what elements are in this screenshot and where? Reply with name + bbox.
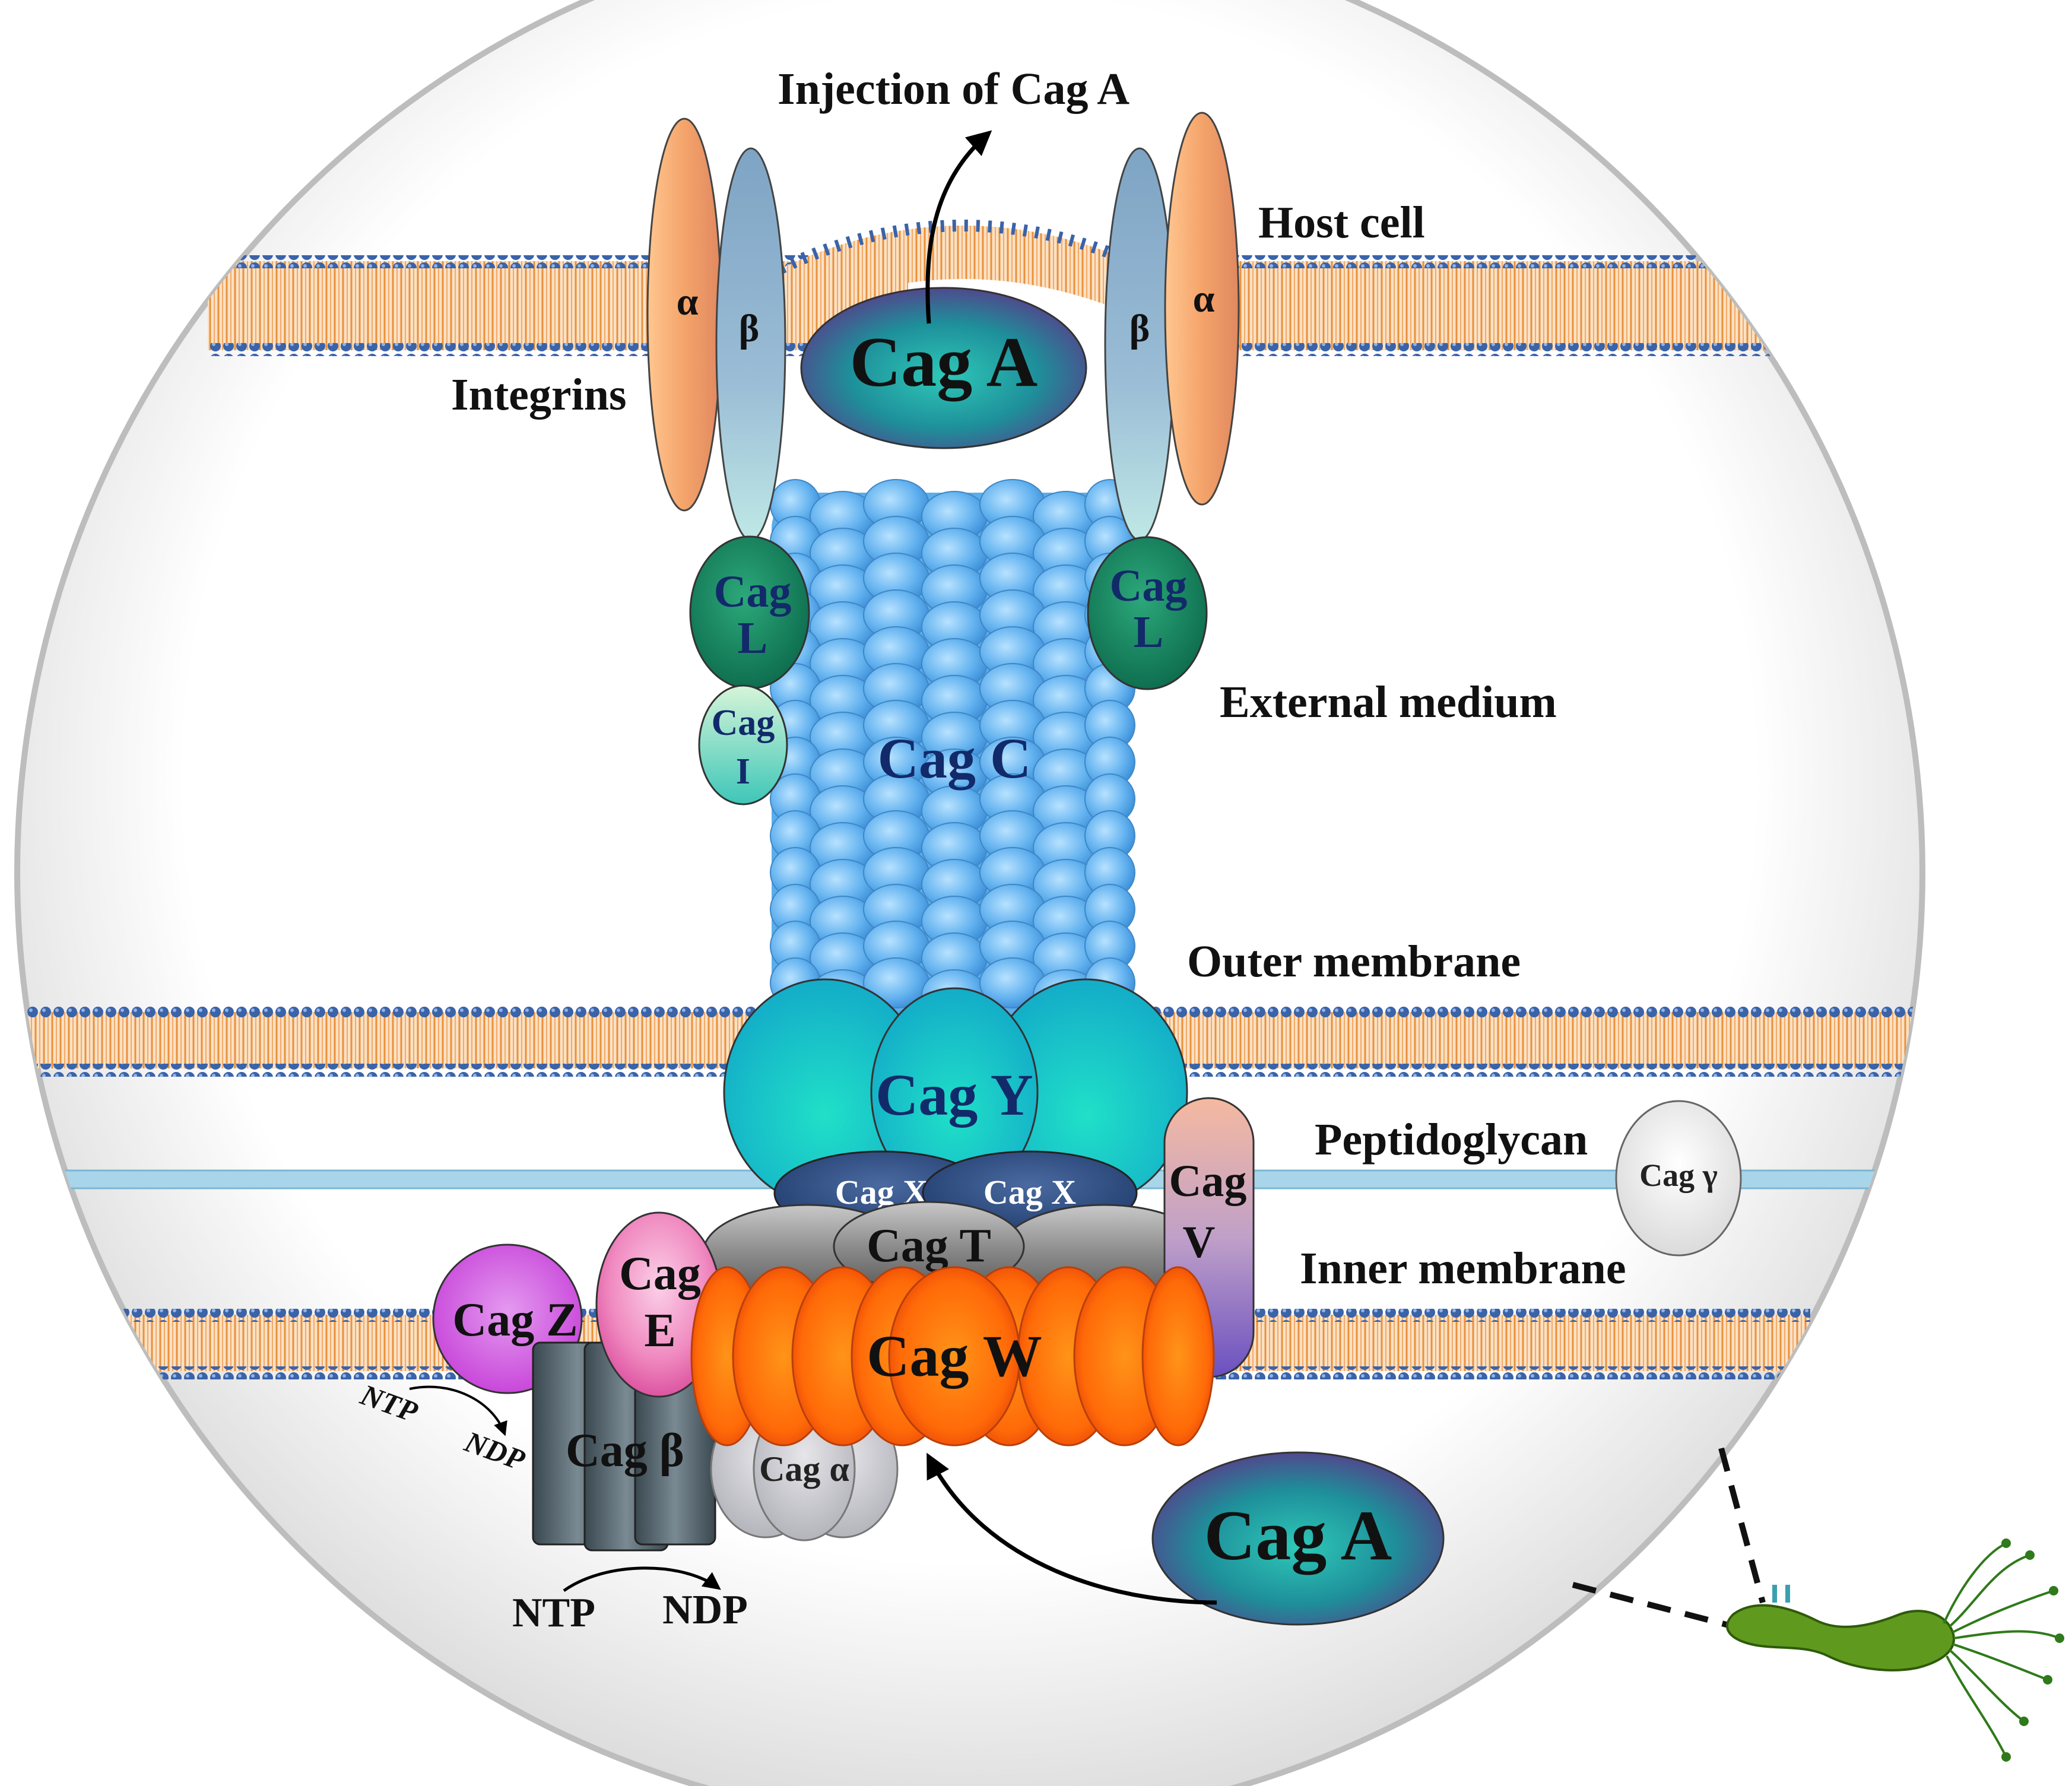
cag-v-line2: V — [1183, 1217, 1216, 1267]
cag-l-left-line2: L — [738, 613, 768, 663]
cag-y — [723, 978, 1188, 1206]
external-medium-label: External medium — [1220, 677, 1557, 727]
cag-y-label: Cag Y — [875, 1062, 1033, 1128]
beta-left-label: β — [739, 307, 760, 350]
cag-l-right — [1087, 536, 1208, 690]
cag-e-line2: E — [644, 1305, 675, 1357]
cag-a-top — [800, 287, 1087, 449]
cag-gamma — [1615, 1100, 1742, 1257]
cag-l-left-line1: Cag — [714, 567, 792, 617]
cag-w — [690, 1266, 1215, 1446]
inner-membrane-label: Inner membrane — [1300, 1243, 1626, 1293]
cag-beta-label: Cag β — [566, 1425, 684, 1477]
integrin-right: β α — [1104, 112, 1240, 541]
cag-l-right-line2: L — [1134, 607, 1164, 657]
cag-i-line1: Cag — [712, 703, 775, 743]
cag-a-top-label: Cag A — [850, 322, 1038, 402]
cag-z-label: Cag Z — [452, 1294, 578, 1346]
host-cell-label: Host cell — [1258, 198, 1425, 248]
ntp-ndp-arrow — [563, 1566, 721, 1593]
cag-c-pilus: Cag C — [770, 479, 1135, 1020]
cag-a-bottom — [1151, 1451, 1445, 1626]
cag-l-right-line1: Cag — [1110, 561, 1188, 611]
integrins-label: Integrins — [451, 370, 627, 420]
cag-alpha-label: Cag α — [759, 1449, 849, 1489]
cag-v-line1: Cag — [1169, 1156, 1247, 1206]
cag-e-line1: Cag — [619, 1248, 701, 1300]
cag-x-right-label: Cag X — [983, 1173, 1076, 1211]
cag-a-bottom-label: Cag A — [1204, 1496, 1392, 1575]
injection-arrow — [925, 130, 992, 324]
cag-gamma-label: Cag γ — [1639, 1157, 1718, 1193]
cag-w-label: Cag W — [867, 1323, 1042, 1389]
cag-a-entry-arrow — [926, 1452, 1217, 1605]
alpha-right-label: α — [1193, 277, 1215, 321]
magnifier-line-1 — [1718, 1447, 1766, 1604]
cag-w-front-segment — [888, 1266, 1021, 1446]
cag-t-label: Cag T — [867, 1220, 991, 1272]
outer-membrane-label: Outer membrane — [1187, 937, 1521, 986]
peptidoglycan-label: Peptidoglycan — [1315, 1115, 1588, 1165]
integrin-left: α β — [646, 118, 786, 541]
ntp: NTP — [512, 1590, 595, 1636]
injection-label: Injection of Cag A — [778, 64, 1129, 114]
cag-w-segment — [1141, 1266, 1215, 1446]
ndp: NDP — [662, 1587, 748, 1633]
cag-i-line2: I — [736, 751, 750, 792]
magnifier-line-2 — [1572, 1582, 1734, 1629]
beta-right-label: β — [1129, 307, 1150, 350]
cag-i — [698, 684, 788, 805]
alpha-left-label: α — [677, 280, 699, 323]
cag-c-label: Cag C — [878, 727, 1032, 790]
ntp-ndp-small-arrow — [409, 1385, 507, 1436]
integrin-alpha-right — [1164, 112, 1240, 506]
h-pylori-bacterium — [1726, 1538, 2064, 1762]
